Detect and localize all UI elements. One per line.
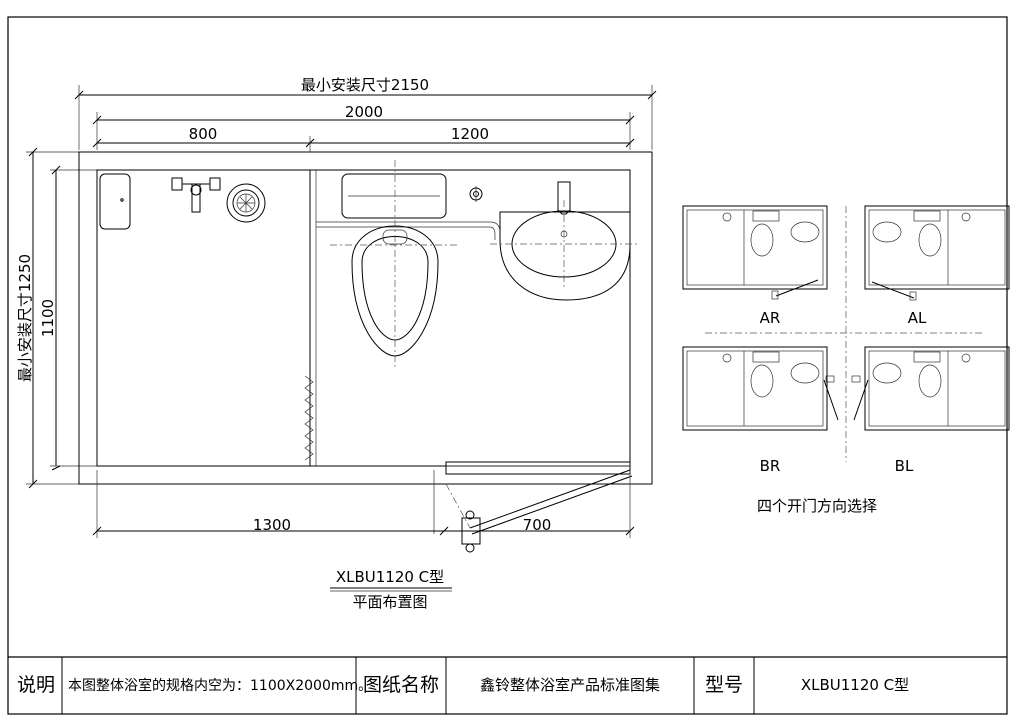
bathroom-plan — [78, 151, 653, 553]
title-block: 说明 本图整体浴室的规格内空为：1100X2000mm。 图纸名称 鑫铃整体浴室… — [17, 657, 909, 714]
drawing-model: XLBU1120 C型 — [336, 568, 444, 586]
note-label: 说明 — [17, 674, 55, 696]
sheet-border — [7, 16, 1008, 715]
inner-wall — [96, 169, 631, 467]
door-label-ar: AR — [760, 309, 781, 327]
left-section-label: 800 — [189, 125, 218, 143]
dim-min-install-height: 最小安装尺寸1250 — [16, 147, 80, 489]
door-option-al — [864, 205, 1010, 301]
toilet-icon — [330, 160, 460, 370]
door-option-ar — [682, 205, 828, 300]
drawing-title: XLBU1120 C型 平面布置图 — [330, 568, 452, 611]
inner-width-label: 2000 — [345, 103, 383, 121]
dim-sections: 800 1200 — [92, 125, 635, 152]
bottom-right-label: 700 — [523, 516, 552, 534]
angle-valve-icon — [469, 186, 483, 202]
shower-curtain-icon — [304, 375, 314, 461]
door-icon — [433, 461, 633, 553]
model-value: XLBU1120 C型 — [801, 676, 909, 694]
door-label-br: BR — [760, 457, 781, 475]
floor-drain-icon — [226, 183, 266, 223]
min-install-height-label: 最小安装尺寸1250 — [16, 254, 34, 382]
sink-icon — [490, 181, 640, 301]
right-section-label: 1200 — [451, 125, 489, 143]
model-label: 型号 — [705, 674, 743, 696]
door-options: AR AL BR BL 四个开门方向选择 — [682, 205, 1010, 515]
dim-min-install-width: 最小安装尺寸2150 — [74, 76, 657, 150]
dim-bottom: 1300 700 — [92, 470, 635, 538]
dim-inner-height: 1100 — [39, 165, 97, 471]
inner-height-label: 1100 — [39, 299, 57, 337]
drawing-name-label: 图纸名称 — [363, 674, 439, 696]
bottom-left-label: 1300 — [253, 516, 291, 534]
shower-shelf — [99, 173, 131, 230]
shower-valve-icon — [171, 177, 221, 213]
outer-wall — [78, 151, 653, 485]
dim-inner-width: 2000 — [92, 103, 635, 150]
door-label-bl: BL — [895, 457, 914, 475]
min-install-width-label: 最小安装尺寸2150 — [301, 76, 429, 94]
door-option-bl — [851, 346, 1010, 431]
door-label-al: AL — [908, 309, 927, 327]
door-option-br — [682, 346, 839, 431]
door-options-caption: 四个开门方向选择 — [757, 497, 877, 515]
note-text: 本图整体浴室的规格内空为：1100X2000mm。 — [68, 677, 372, 694]
drawing-name-value: 鑫铃整体浴室产品标准图集 — [480, 676, 660, 694]
drawing-name: 平面布置图 — [352, 593, 427, 611]
